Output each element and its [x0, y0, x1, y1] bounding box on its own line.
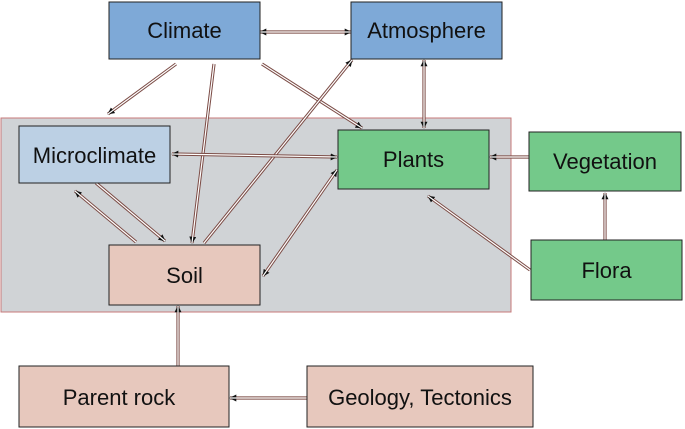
edge-group	[73, 28, 609, 402]
arrow-soil-plants-inner	[262, 169, 338, 277]
arrow-microclimate-plants-inner	[171, 153, 338, 158]
arrow-climate-microclimate-inner	[107, 63, 177, 115]
node-geology-tectonics-label: Geology, Tectonics	[328, 385, 512, 410]
node-atmosphere[interactable]: Atmosphere	[350, 1, 503, 60]
node-flora-label: Flora	[581, 258, 632, 283]
node-geology-tectonics[interactable]: Geology, Tectonics	[306, 365, 534, 428]
node-soil-label: Soil	[166, 263, 203, 288]
node-plants-label: Plants	[383, 147, 444, 172]
node-vegetation-label: Vegetation	[553, 149, 657, 174]
node-microclimate-label: Microclimate	[33, 143, 156, 168]
arrow-flora-plants-inner	[427, 195, 531, 271]
node-vegetation[interactable]: Vegetation	[528, 131, 682, 192]
arrow-climate-plants-inner	[261, 63, 363, 129]
node-parent-rock[interactable]: Parent rock	[18, 365, 230, 428]
node-plants[interactable]: Plants	[337, 129, 490, 190]
node-atmosphere-label: Atmosphere	[367, 18, 486, 43]
arrow-microclimate-soil-inner	[95, 182, 166, 242]
node-parent-rock-label: Parent rock	[63, 385, 176, 410]
arrow-soil-microclimate-inner	[74, 190, 137, 243]
node-soil[interactable]: Soil	[108, 244, 261, 306]
node-flora[interactable]: Flora	[530, 239, 683, 301]
node-climate[interactable]: Climate	[108, 1, 261, 60]
node-climate-label: Climate	[147, 18, 222, 43]
node-microclimate[interactable]: Microclimate	[18, 125, 171, 184]
